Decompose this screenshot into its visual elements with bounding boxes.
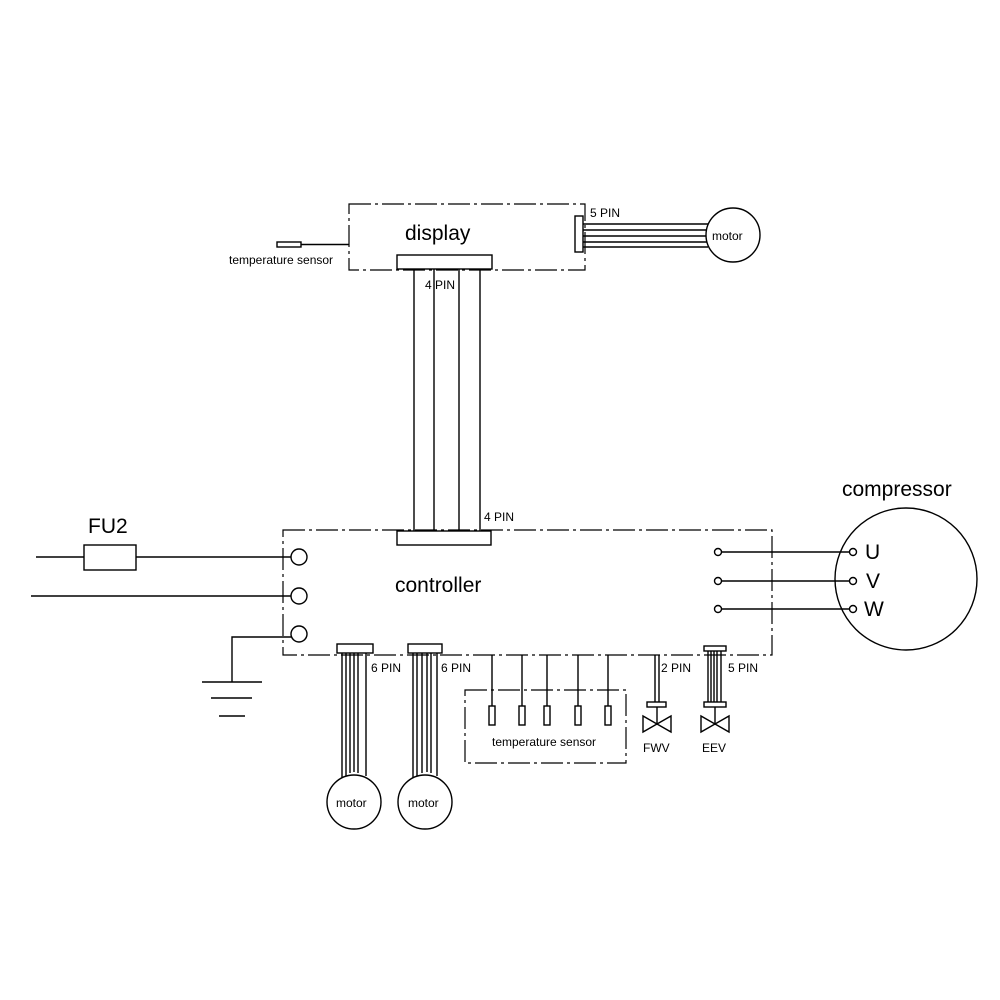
ground-symbol	[202, 681, 262, 717]
terminal-ground	[290, 625, 308, 643]
controller-label: controller	[395, 574, 481, 597]
sensor-probe-2	[518, 705, 526, 726]
display-bus-pin-label: 4 PIN	[425, 278, 455, 292]
eev-valve-left	[700, 714, 717, 734]
controller-boundary	[282, 529, 773, 656]
display-label: display	[405, 222, 471, 245]
ground-wire	[231, 636, 291, 682]
terminal-w	[713, 604, 723, 614]
motor-left	[326, 774, 382, 830]
controller-bus-connector	[396, 530, 492, 546]
fuse-fu2	[83, 544, 137, 571]
motor-right	[397, 774, 453, 830]
sensor-probe-4	[574, 705, 582, 726]
fwv-pin-label: 2 PIN	[661, 661, 691, 675]
controller-block: controller	[282, 529, 773, 656]
eev-pin-label: 5 PIN	[728, 661, 758, 675]
eev-top-connector	[703, 645, 727, 652]
controller-temperature-sensor-label: temperature sensor	[492, 735, 596, 749]
motor-left-label: motor	[336, 796, 367, 810]
fwv-connector	[646, 701, 667, 708]
display-temperature-sensor-label: temperature sensor	[229, 253, 333, 267]
fwv-valve-right	[655, 714, 672, 734]
terminal-neutral	[290, 587, 308, 605]
eev-group: 5 PIN EEV	[700, 645, 758, 755]
phase-u-label: U	[865, 541, 880, 564]
display-controller-bus: 4 PIN 4 PIN	[396, 254, 514, 546]
phase-w-label: W	[864, 598, 884, 621]
display-temperature-sensor: temperature sensor	[229, 241, 349, 267]
eev-label: EEV	[702, 741, 726, 755]
eev-connector	[703, 701, 727, 708]
compressor-body	[834, 507, 978, 651]
sensor-probe-3	[543, 705, 551, 726]
display-motor-connector	[574, 215, 584, 253]
motor-right-label: motor	[408, 796, 439, 810]
motor-right-group: 6 PIN motor	[397, 643, 471, 830]
controller-bus-pin-label: 4 PIN	[484, 510, 514, 524]
compressor: compressor U V W	[721, 478, 978, 651]
fwv-group: 2 PIN FWV	[642, 655, 691, 755]
fwv-valve-left	[642, 714, 659, 734]
display-motor-pin-label: 5 PIN	[590, 206, 620, 220]
display-motor	[705, 207, 761, 263]
display-boundary	[348, 203, 586, 271]
power-input: FU2	[31, 515, 291, 717]
temperature-sensor-boundary	[464, 689, 627, 764]
motor-left-connector	[336, 643, 374, 654]
terminal-line	[290, 548, 308, 566]
motor-right-pin-label: 6 PIN	[441, 661, 471, 675]
sensor-probe-5	[604, 705, 612, 726]
display-sensor-probe	[276, 241, 302, 248]
display-motor-label: motor	[712, 229, 743, 243]
motor-left-group: 6 PIN motor	[326, 643, 401, 830]
motor-right-connector	[407, 643, 443, 654]
display-block: display	[348, 203, 586, 271]
sensor-probe-1	[488, 705, 496, 726]
fwv-label: FWV	[643, 741, 670, 755]
eev-valve-right	[713, 714, 730, 734]
controller-temperature-sensors: temperature sensor	[464, 655, 627, 764]
display-motor-connection: 5 PIN motor	[574, 206, 761, 263]
compressor-label: compressor	[842, 478, 952, 501]
phase-v-label: V	[866, 570, 880, 593]
terminal-v	[713, 576, 723, 586]
fuse-label: FU2	[88, 515, 128, 538]
motor-left-pin-label: 6 PIN	[371, 661, 401, 675]
display-bus-connector	[396, 254, 493, 270]
terminal-u	[713, 547, 723, 557]
